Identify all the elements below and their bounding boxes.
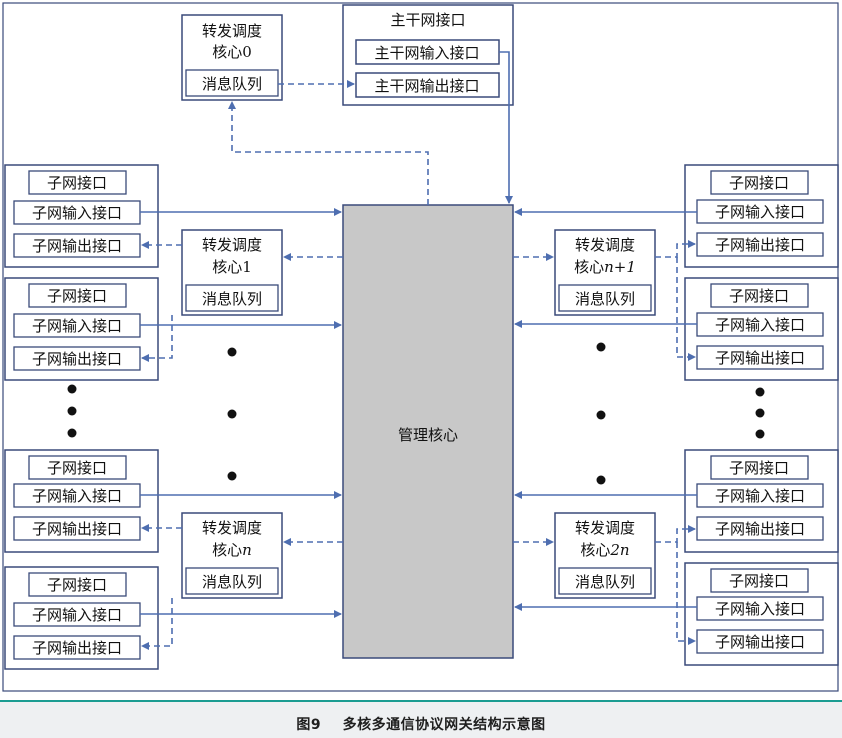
caption-bar: 图9 多核多通信协议网关结构示意图 bbox=[0, 700, 842, 738]
subnet-interface-label: 子网接口 bbox=[47, 459, 107, 477]
subnet-input-label: 子网输入接口 bbox=[715, 316, 805, 334]
forward-core-0-title: 转发调度 bbox=[202, 22, 262, 40]
figure-label: 图9 bbox=[296, 717, 322, 733]
subnet-input-label: 子网输入接口 bbox=[715, 600, 805, 618]
forward-core-2n-queue-box bbox=[558, 567, 652, 595]
forward-core-0-queue-label: 消息队列 bbox=[202, 75, 262, 93]
forward-core-1-queue-box bbox=[185, 284, 279, 312]
forward-core-0-subtitle: 核心0 bbox=[212, 43, 252, 61]
subnet-output-label: 子网输出接口 bbox=[32, 350, 122, 368]
forward-core-1-subtitle: 核心1 bbox=[212, 258, 252, 276]
backbone-interface-group: 主干网接口 主干网输入接口 主干网输出接口 bbox=[342, 4, 514, 106]
forward-core-n-queue-label: 消息队列 bbox=[202, 573, 262, 591]
backbone-output-box bbox=[355, 72, 500, 98]
forward-core-0: 转发调度 核心0 消息队列 bbox=[181, 14, 283, 101]
forward-core-1-title: 转发调度 bbox=[202, 236, 262, 254]
subnet-interface-left-4: 子网接口 子网输入接口 子网输出接口 bbox=[4, 566, 159, 670]
subnet-interface-left-3: 子网接口 子网输入接口 子网输出接口 bbox=[4, 449, 159, 553]
subnet-interface-right-1: 子网接口 子网输入接口 子网输出接口 bbox=[684, 164, 839, 268]
forward-core-2n-subtitle: 核心2n bbox=[580, 541, 629, 559]
subnet-input-label: 子网输入接口 bbox=[32, 317, 122, 335]
forward-core-n1-queue-label: 消息队列 bbox=[575, 290, 635, 308]
forward-core-n: 转发调度 核心n 消息队列 bbox=[181, 512, 283, 599]
subnet-interface-right-2: 子网接口 子网输入接口 子网输出接口 bbox=[684, 277, 839, 381]
subnet-output-label: 子网输出接口 bbox=[715, 633, 805, 651]
forward-core-n-title: 转发调度 bbox=[202, 519, 262, 537]
forward-core-2n-queue-label: 消息队列 bbox=[575, 573, 635, 591]
subnet-interface-left-2: 子网接口 子网输入接口 子网输出接口 bbox=[4, 277, 159, 381]
subnet-output-label: 子网输出接口 bbox=[715, 349, 805, 367]
subnet-input-label: 子网输入接口 bbox=[32, 487, 122, 505]
subnet-interface-left-1: 子网接口 子网输入接口 子网输出接口 bbox=[4, 164, 159, 268]
subnet-interface-label: 子网接口 bbox=[47, 287, 107, 305]
subnet-input-label: 子网输入接口 bbox=[715, 203, 805, 221]
subnet-interface-label: 子网接口 bbox=[47, 174, 107, 192]
forward-core-n-plus-1: 转发调度 核心n+1 消息队列 bbox=[554, 229, 656, 316]
subnet-output-label: 子网输出接口 bbox=[715, 236, 805, 254]
forward-core-1: 转发调度 核心1 消息队列 bbox=[181, 229, 283, 316]
forward-core-2n: 转发调度 核心2n 消息队列 bbox=[554, 512, 656, 599]
forward-core-n-queue-box bbox=[185, 567, 279, 595]
forward-core-2n-title: 转发调度 bbox=[575, 519, 635, 537]
subnet-interface-label: 子网接口 bbox=[47, 576, 107, 594]
backbone-interface-label: 主干网接口 bbox=[390, 11, 465, 29]
figure-title: 多核多通信协议网关结构示意图 bbox=[342, 717, 546, 733]
management-core: 管理核心 bbox=[342, 204, 514, 659]
subnet-interface-right-3: 子网接口 子网输入接口 子网输出接口 bbox=[684, 449, 839, 553]
gateway-architecture-diagram: 管理核心 主干网接口 主干网输入接口 主干网输出接口 转发调度 核心0 消息队列… bbox=[2, 2, 839, 692]
forward-core-n1-title: 转发调度 bbox=[575, 236, 635, 254]
subnet-interface-label: 子网接口 bbox=[729, 459, 789, 477]
dashed-output-arrows bbox=[141, 80, 696, 650]
subnet-input-label: 子网输入接口 bbox=[715, 487, 805, 505]
backbone-output-label: 主干网输出接口 bbox=[374, 77, 479, 95]
forward-core-n1-queue-box bbox=[558, 284, 652, 312]
forward-core-0-queue-box bbox=[185, 69, 279, 97]
subnet-interface-label: 子网接口 bbox=[729, 287, 789, 305]
management-core-label: 管理核心 bbox=[398, 426, 458, 444]
forward-core-n-subtitle: 核心n bbox=[212, 541, 252, 559]
subnet-output-label: 子网输出接口 bbox=[715, 520, 805, 538]
subnet-interface-label: 子网接口 bbox=[729, 572, 789, 590]
forward-core-1-queue-label: 消息队列 bbox=[202, 290, 262, 308]
subnet-interface-label: 子网接口 bbox=[729, 174, 789, 192]
figure-caption: 图9 多核多通信协议网关结构示意图 bbox=[0, 714, 842, 734]
backbone-input-label: 主干网输入接口 bbox=[374, 44, 479, 62]
forward-core-n1-subtitle: 核心n+1 bbox=[574, 258, 636, 276]
subnet-output-label: 子网输出接口 bbox=[32, 520, 122, 538]
solid-input-arrows bbox=[140, 51, 697, 618]
subnet-interface-right-4: 子网接口 子网输入接口 子网输出接口 bbox=[684, 562, 839, 666]
subnet-input-label: 子网输入接口 bbox=[32, 606, 122, 624]
subnet-output-label: 子网输出接口 bbox=[32, 237, 122, 255]
ellipsis-dots bbox=[67, 342, 765, 485]
subnet-input-label: 子网输入接口 bbox=[32, 204, 122, 222]
subnet-output-label: 子网输出接口 bbox=[32, 639, 122, 657]
